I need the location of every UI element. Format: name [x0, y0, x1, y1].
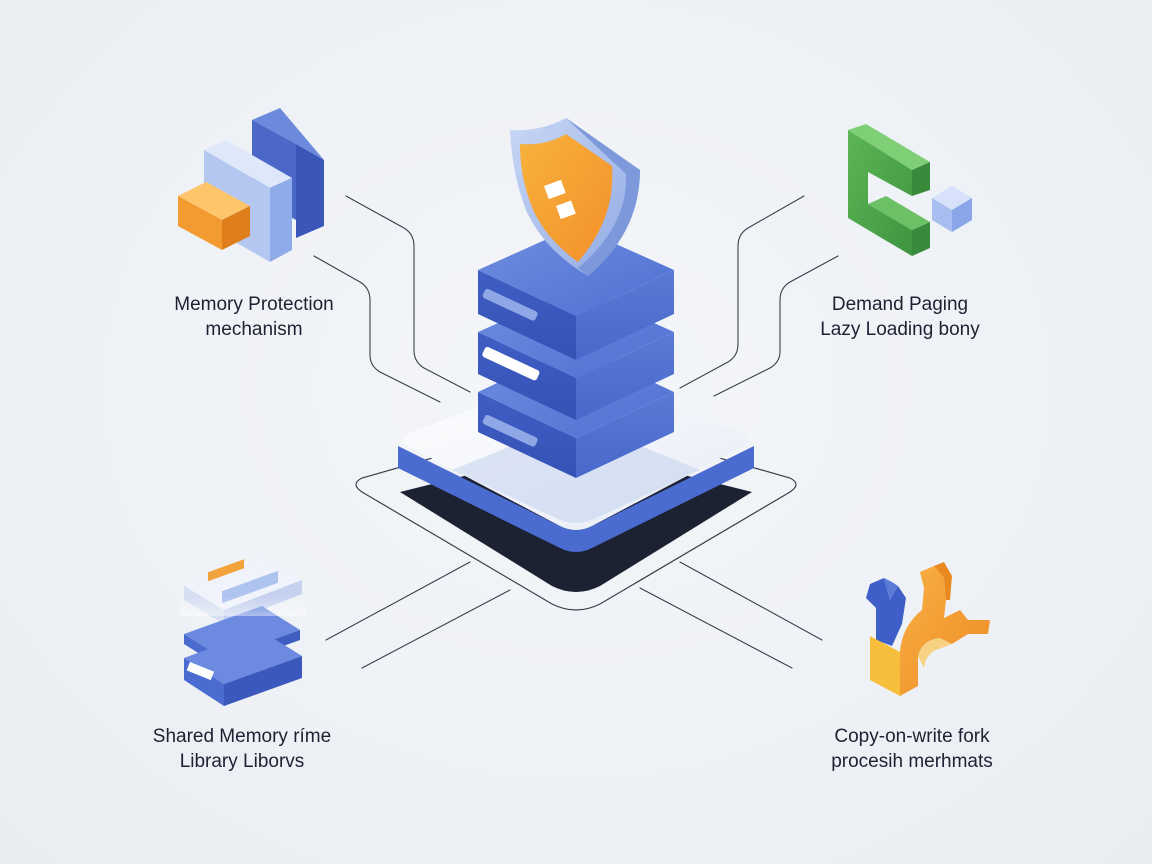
server-slot-2 — [482, 346, 540, 381]
server-stack-shield-icon — [355, 118, 797, 611]
demand-paging-line1: Demand Paging — [831, 294, 969, 315]
copy-on-write-line2: procesih merhmats — [831, 751, 993, 772]
node-label-shared-memory: Shared Memory ríme Library Liborvs — [122, 724, 362, 774]
connector-top-right-b — [713, 255, 839, 397]
shield-icon — [510, 118, 640, 276]
connector-top-left-b — [313, 255, 441, 403]
shared-memory-line1: Shared Memory ríme — [152, 726, 332, 747]
layered-cards-icon — [180, 556, 306, 706]
connector-bottom-right-b — [639, 587, 793, 669]
node-label-memory-protection: Memory Protection mechanism — [134, 292, 374, 342]
connector-top-left-a — [345, 195, 471, 393]
server-slot-1 — [482, 288, 538, 321]
memory-protection-line1: Memory Protection — [174, 294, 334, 315]
connector-bottom-left-a — [325, 561, 471, 641]
server-tier-2-right — [576, 332, 674, 420]
platform-blue-side — [398, 446, 754, 552]
node-label-demand-paging: Demand Paging Lazy Loading bony — [780, 292, 1020, 342]
server-tier-1-right — [576, 270, 674, 360]
shared-memory-line2: Library Liborvs — [179, 751, 305, 772]
connector-bottom-left-b — [361, 589, 511, 669]
connector-lines — [313, 195, 839, 669]
stacked-blocks-icon — [178, 108, 324, 262]
connector-top-right-a — [679, 195, 805, 389]
copy-on-write-line1: Copy-on-write fork — [834, 726, 990, 747]
branch-fork-icon — [866, 562, 990, 696]
memory-protection-line2: mechanism — [205, 319, 303, 340]
bracket-block-icon — [848, 124, 972, 256]
server-slot-3 — [482, 414, 538, 447]
server-tier-1-top — [478, 226, 674, 316]
server-tier-3-right — [576, 392, 674, 478]
node-label-copy-on-write: Copy-on-write fork procesih merhmats — [792, 724, 1032, 774]
connector-bottom-right-a — [679, 561, 823, 641]
demand-paging-line2: Lazy Loading bony — [820, 319, 980, 340]
